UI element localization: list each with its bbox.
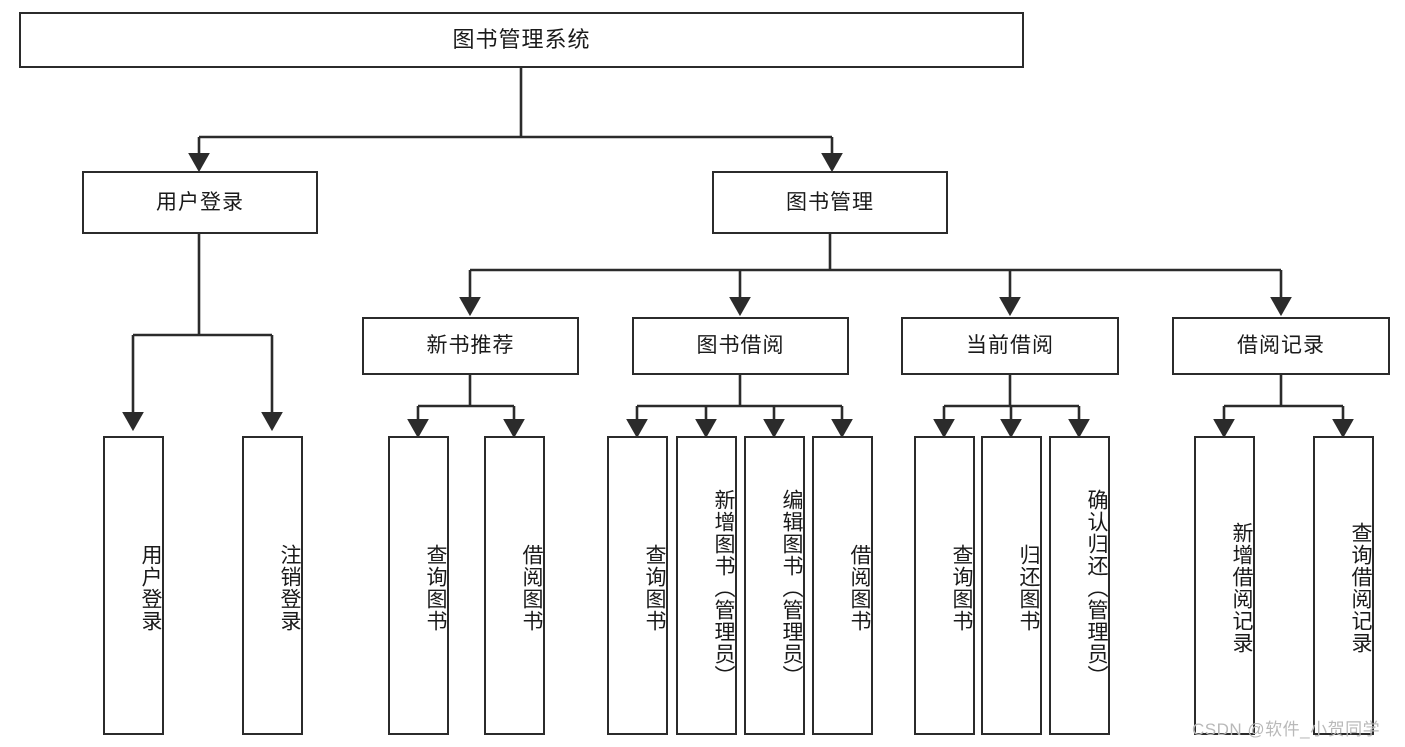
node-label: 查询图书: [643, 543, 666, 632]
node-leaf-borrow-book-2[interactable]: 借阅图书: [812, 436, 873, 735]
node-leaf-add-book[interactable]: 新增图书（管理员）: [676, 436, 737, 735]
node-current-borrow[interactable]: 当前借阅: [901, 317, 1119, 375]
node-label: 图书管理: [786, 190, 874, 214]
node-leaf-return-book[interactable]: 归还图书: [981, 436, 1042, 735]
node-label: 图书借阅: [696, 334, 785, 358]
node-new-book-recommend[interactable]: 新书推荐: [362, 317, 579, 375]
node-leaf-query-record[interactable]: 查询借阅记录: [1313, 436, 1374, 735]
node-leaf-borrow-book-1[interactable]: 借阅图书: [484, 436, 545, 735]
csdn-watermark: CSDN @软件_小贺同学: [1192, 720, 1381, 739]
node-leaf-query-book-3[interactable]: 查询图书: [914, 436, 975, 735]
node-label: 借阅图书: [848, 543, 871, 632]
node-label: 查询借阅记录: [1349, 521, 1372, 654]
node-label: 新增图书（管理员）: [712, 488, 735, 687]
node-label: 注销登录: [278, 543, 301, 632]
node-leaf-query-book-2[interactable]: 查询图书: [607, 436, 668, 735]
node-label: 新增借阅记录: [1230, 521, 1253, 654]
node-label: 用户登录: [139, 543, 162, 632]
node-label: 查询图书: [950, 543, 973, 632]
node-label: 查询图书: [424, 543, 447, 632]
node-root-library-system[interactable]: 图书管理系统: [19, 12, 1024, 68]
node-leaf-edit-book[interactable]: 编辑图书（管理员）: [744, 436, 805, 735]
node-label: 当前借阅: [966, 334, 1054, 358]
node-book-borrow[interactable]: 图书借阅: [632, 317, 849, 375]
node-label: 编辑图书（管理员）: [780, 488, 803, 687]
node-label: 确认归还（管理员）: [1085, 488, 1108, 687]
node-label: 新书推荐: [426, 334, 515, 358]
node-leaf-user-login[interactable]: 用户登录: [103, 436, 164, 735]
node-label: 借阅图书: [520, 543, 543, 632]
node-borrow-record[interactable]: 借阅记录: [1172, 317, 1390, 375]
node-leaf-confirm-return[interactable]: 确认归还（管理员）: [1049, 436, 1110, 735]
node-user-login[interactable]: 用户登录: [82, 171, 318, 234]
node-label: 借阅记录: [1237, 334, 1325, 358]
node-leaf-logout-login[interactable]: 注销登录: [242, 436, 303, 735]
node-leaf-query-book-1[interactable]: 查询图书: [388, 436, 449, 735]
node-label: 图书管理系统: [452, 26, 591, 52]
node-label: 归还图书: [1017, 543, 1040, 632]
node-label: 用户登录: [156, 190, 244, 214]
node-book-manage[interactable]: 图书管理: [712, 171, 948, 234]
node-leaf-add-record[interactable]: 新增借阅记录: [1194, 436, 1255, 735]
